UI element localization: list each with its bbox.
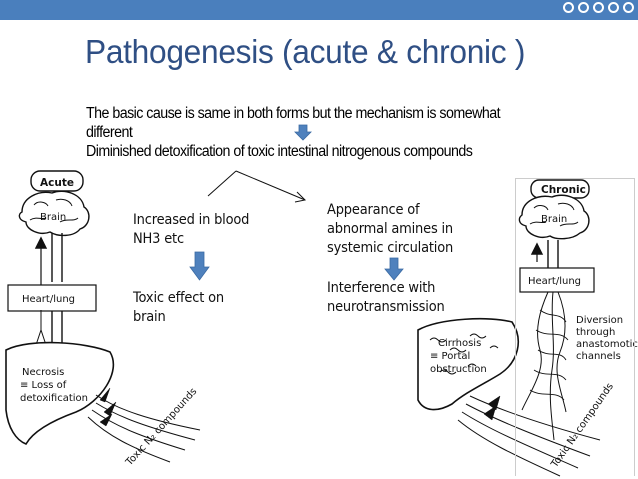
chronic-figure xyxy=(417,179,601,477)
decorative-dots xyxy=(563,2,634,13)
acute-necrosis-line-1: Necrosis xyxy=(22,367,64,378)
acute-heading: Acute xyxy=(40,177,74,189)
left-branch-item-1: Increased in blood NH3 etc xyxy=(133,211,249,249)
dot-icon xyxy=(593,2,604,13)
right-branch-item-1: Appearance of abnormal amines in systemi… xyxy=(327,201,453,258)
chronic-diversion-line-4: channels xyxy=(576,351,621,362)
left-branch-item-1-line-2: NH3 etc xyxy=(133,231,184,247)
intro-line-3: Diminished detoxification of toxic intes… xyxy=(86,143,473,160)
chronic-diversion-line-3: anastomotic xyxy=(576,339,638,350)
intro-line-1: The basic cause is same in both forms bu… xyxy=(86,105,501,122)
chronic-cirrhosis-line-3: obstruction xyxy=(430,364,487,375)
chronic-heart-label: Heart/lung xyxy=(528,276,581,287)
branch-lines xyxy=(207,170,307,203)
chronic-figure-frame xyxy=(515,178,635,476)
dot-icon xyxy=(563,2,574,13)
down-arrow-icon xyxy=(384,257,404,281)
right-branch-item-2: Interference with neurotransmission xyxy=(327,279,445,317)
dot-icon xyxy=(608,2,619,13)
left-branch-item-2-line-1: Toxic effect on xyxy=(133,290,224,306)
right-branch-item-1-line-1: Appearance of xyxy=(327,202,420,218)
right-branch-item-1-line-2: abnormal amines in xyxy=(327,221,454,237)
chronic-brain-label: Brain xyxy=(541,214,567,225)
left-branch-item-1-line-1: Increased in blood xyxy=(133,212,250,228)
dot-icon xyxy=(623,2,634,13)
dot-icon xyxy=(578,2,589,13)
intro-text: The basic cause is same in both forms bu… xyxy=(86,104,564,161)
acute-necrosis-line-3: detoxification xyxy=(20,393,88,404)
acute-figure xyxy=(5,170,201,463)
down-arrow-icon xyxy=(294,124,312,141)
slide-title: Pathogenesis (acute & chronic ) xyxy=(85,33,526,70)
down-arrow-icon xyxy=(189,251,210,281)
right-branch-item-2-line-2: neurotransmission xyxy=(327,299,445,315)
left-branch-item-2: Toxic effect on brain xyxy=(133,289,224,327)
chronic-diversion-line-2: through xyxy=(576,327,615,338)
intro-line-2: different xyxy=(86,124,133,141)
right-branch-item-1-line-3: systemic circulation xyxy=(327,240,454,256)
chronic-diversion-line-1: Diversion xyxy=(576,315,623,326)
acute-brain-label: Brain xyxy=(40,212,66,223)
chronic-cirrhosis-line-1: Cirrhosis xyxy=(438,338,481,349)
chronic-heading: Chronic xyxy=(541,184,586,196)
left-branch-item-2-line-2: brain xyxy=(133,309,166,325)
acute-necrosis-line-2: ≡ Loss of xyxy=(20,380,67,391)
top-accent-bar xyxy=(0,0,638,20)
chronic-cirrhosis-line-2: ≡ Portal xyxy=(430,351,470,362)
right-branch-item-2-line-1: Interference with xyxy=(327,280,436,296)
acute-heart-label: Heart/lung xyxy=(22,294,75,305)
